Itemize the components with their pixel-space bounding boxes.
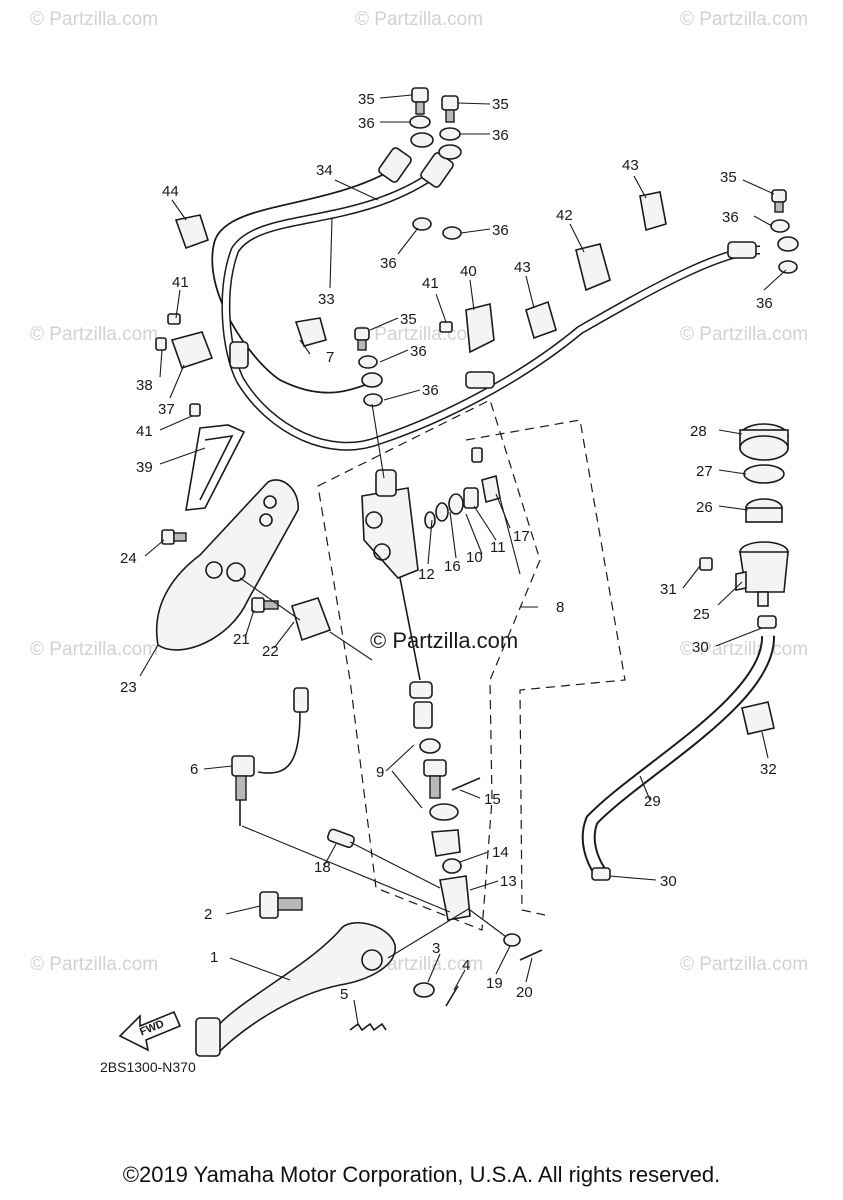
callout-8: 8 — [556, 599, 564, 616]
watermark: © Partzilla.com — [30, 324, 158, 345]
master-cylinder — [361, 447, 501, 579]
callout-31: 31 — [660, 581, 677, 598]
callout-36: 36 — [492, 222, 509, 239]
callout-36: 36 — [756, 295, 773, 312]
fwd-label: FWD — [138, 1018, 166, 1039]
watermark: © Partzilla.com — [680, 324, 808, 345]
callout-2: 2 — [204, 906, 212, 923]
callout-43: 43 — [622, 157, 639, 174]
callout-41: 41 — [136, 423, 153, 440]
callout-28: 28 — [690, 423, 707, 440]
diagram-code: 2BS1300-N370 — [100, 1059, 196, 1075]
callout-labels: 1 2 3 4 5 6 7 8 9 10 11 12 13 14 15 16 1… — [120, 91, 777, 1003]
reservoir-hose — [581, 615, 777, 881]
callout-13: 13 — [500, 873, 517, 890]
callout-14: 14 — [492, 844, 509, 861]
callout-3: 3 — [432, 940, 440, 957]
watermark: © Partzilla.com — [680, 954, 808, 975]
callout-21: 21 — [233, 631, 250, 648]
watermark: © Partzilla.com — [680, 9, 808, 30]
reservoir-assembly — [699, 423, 789, 607]
callout-6: 6 — [190, 761, 198, 778]
assembly-boundary — [317, 399, 626, 931]
watermarks: © Partzilla.com © Partzilla.com © Partzi… — [30, 9, 808, 975]
callout-29: 29 — [644, 793, 661, 810]
callout-36: 36 — [422, 382, 439, 399]
callout-35: 35 — [720, 169, 737, 186]
callout-12: 12 — [418, 566, 435, 583]
clevis — [326, 828, 471, 921]
callout-40: 40 — [460, 263, 477, 280]
callout-38: 38 — [136, 377, 153, 394]
callout-36: 36 — [358, 115, 375, 132]
center-watermark: © Partzilla.com — [370, 628, 518, 653]
callout-41: 41 — [172, 274, 189, 291]
callout-10: 10 — [466, 549, 483, 566]
callout-44: 44 — [162, 183, 179, 200]
callout-1: 1 — [210, 949, 218, 966]
callout-30: 30 — [692, 639, 709, 656]
callout-18: 18 — [314, 859, 331, 876]
callout-35: 35 — [400, 311, 417, 328]
watermark: © Partzilla.com — [30, 639, 158, 660]
callout-25: 25 — [693, 606, 710, 623]
copyright-notice: ©2019 Yamaha Motor Corporation, U.S.A. A… — [122, 1162, 721, 1187]
watermark: © Partzilla.com — [355, 9, 483, 30]
callout-42: 42 — [556, 207, 573, 224]
callout-7: 7 — [326, 349, 334, 366]
watermark: © Partzilla.com — [680, 639, 808, 660]
callout-34: 34 — [316, 162, 333, 179]
brake-switch — [231, 687, 309, 826]
forward-arrow: FWD — [118, 1010, 182, 1052]
callout-22: 22 — [262, 643, 279, 660]
callout-5: 5 — [340, 986, 348, 1003]
callout-36: 36 — [722, 209, 739, 226]
brake-hoses — [211, 147, 761, 451]
callout-41: 41 — [422, 275, 439, 292]
callout-32: 32 — [760, 761, 777, 778]
callout-19: 19 — [486, 975, 503, 992]
callout-17: 17 — [513, 528, 530, 545]
hose-clamps — [155, 191, 667, 417]
watermark: © Partzilla.com — [30, 9, 158, 30]
callout-39: 39 — [136, 459, 153, 476]
callout-26: 26 — [696, 499, 713, 516]
callout-36: 36 — [410, 343, 427, 360]
callout-36: 36 — [380, 255, 397, 272]
callout-33: 33 — [318, 291, 335, 308]
push-rod-assembly — [399, 577, 481, 874]
callout-16: 16 — [444, 558, 461, 575]
heel-guard — [155, 479, 299, 651]
callout-9: 9 — [376, 764, 384, 781]
callout-36: 36 — [492, 127, 509, 144]
callout-37: 37 — [158, 401, 175, 418]
bracket — [185, 424, 246, 511]
callout-15: 15 — [484, 791, 501, 808]
callout-35: 35 — [358, 91, 375, 108]
callout-43: 43 — [514, 259, 531, 276]
brake-pedal — [195, 891, 543, 1058]
callout-11: 11 — [490, 539, 506, 556]
callout-27: 27 — [696, 463, 713, 480]
callout-20: 20 — [516, 984, 533, 1001]
leader-lines — [139, 94, 787, 1025]
watermark: © Partzilla.com — [355, 324, 483, 345]
callout-24: 24 — [120, 550, 137, 567]
watermark: © Partzilla.com — [30, 954, 158, 975]
callout-30: 30 — [660, 873, 677, 890]
callout-4: 4 — [462, 957, 470, 974]
callout-35: 35 — [492, 96, 509, 113]
callout-23: 23 — [120, 679, 137, 696]
